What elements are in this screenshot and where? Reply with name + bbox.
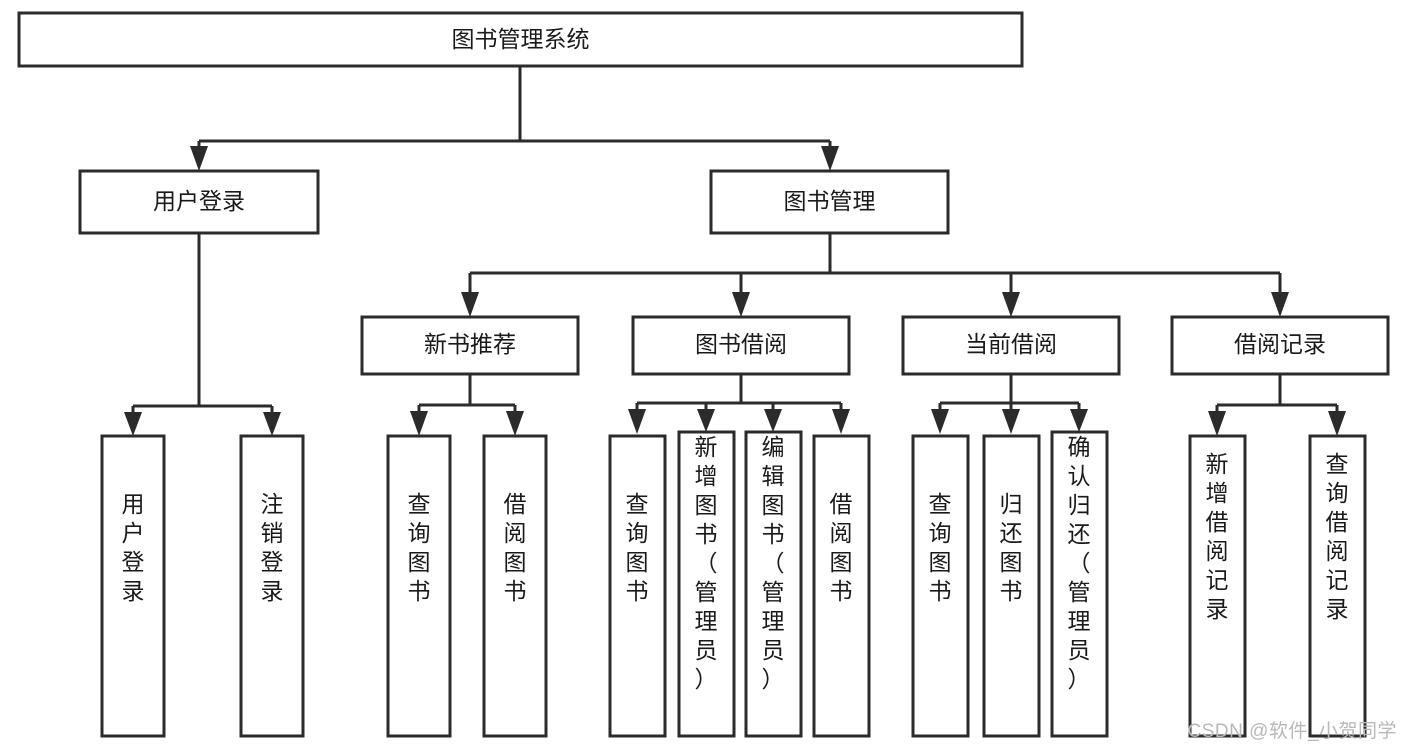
node-leaf-return-book-label: 归还图书	[1000, 491, 1023, 604]
node-leaf-borrow-book-rec-label: 借阅图书	[504, 491, 527, 604]
arrowhead-leaf-query-book	[628, 409, 646, 434]
node-new-book-rec[interactable]: 新书推荐	[360, 315, 580, 376]
arrowhead-leaf-confirm-return	[1070, 409, 1088, 432]
node-leaf-add-record-box[interactable]	[1188, 434, 1247, 738]
node-borrow-record-label: 借阅记录	[1234, 331, 1326, 357]
node-borrow-record-box[interactable]	[1170, 315, 1390, 376]
arrowhead-leaf-query-book-rec	[410, 411, 428, 436]
node-leaf-return-book[interactable]: 归还图书	[982, 434, 1041, 738]
arrowhead-leaf-add-record	[1208, 411, 1226, 436]
node-leaf-add-book[interactable]: 新增图书（管理员）	[677, 430, 736, 738]
node-leaf-add-book-label: 新增图书（管理员）	[695, 434, 718, 692]
node-leaf-confirm-return-label: 确认归还（管理员）	[1068, 434, 1091, 692]
node-leaf-edit-book[interactable]: 编辑图书（管理员）	[744, 430, 803, 738]
node-leaf-add-book-box[interactable]	[677, 430, 736, 738]
node-leaf-user-login[interactable]: 用户登录	[100, 434, 166, 738]
node-leaf-query-book-label: 查询图书	[626, 491, 649, 604]
node-leaf-query-book[interactable]: 查询图书	[608, 434, 667, 738]
node-leaf-borrow-book-rec[interactable]: 借阅图书	[482, 434, 548, 738]
node-leaf-borrow-book[interactable]: 借阅图书	[812, 434, 871, 738]
node-layer: 图书管理系统 用户登录 图书管理 新书推荐 图书借阅 当前借阅	[17, 11, 1390, 738]
connector-layer	[124, 66, 1346, 436]
node-leaf-borrow-book-rec-box[interactable]	[482, 434, 548, 738]
node-leaf-confirm-return[interactable]: 确认归还（管理员）	[1050, 430, 1109, 738]
node-current-borrow-label: 当前借阅	[965, 331, 1057, 357]
node-leaf-query-record-label: 查询借阅记录	[1326, 451, 1349, 622]
node-user-login-label: 用户登录	[153, 188, 245, 214]
node-leaf-logout[interactable]: 注销登录	[239, 434, 305, 738]
node-leaf-query-book-cur-label: 查询图书	[929, 491, 952, 604]
arrowhead-leaf-logout	[263, 412, 281, 436]
node-new-book-rec-label: 新书推荐	[424, 331, 516, 357]
node-leaf-logout-box[interactable]	[239, 434, 305, 738]
node-leaf-add-record-label: 新增借阅记录	[1206, 451, 1229, 622]
arrowhead-book-borrow	[732, 292, 750, 317]
arrowhead-leaf-edit-book	[764, 409, 782, 432]
node-leaf-add-record[interactable]: 新增借阅记录	[1188, 434, 1247, 738]
node-book-manage-label: 图书管理	[784, 188, 876, 214]
node-leaf-query-book-cur-box[interactable]	[911, 434, 970, 738]
node-leaf-borrow-book-label: 借阅图书	[830, 491, 853, 604]
arrowhead-leaf-return-book	[1002, 409, 1020, 434]
node-leaf-query-book-cur[interactable]: 查询图书	[911, 434, 970, 738]
node-book-borrow-box[interactable]	[631, 315, 851, 376]
node-leaf-edit-book-box[interactable]	[744, 430, 803, 738]
arrowhead-leaf-add-book	[697, 409, 715, 432]
node-leaf-query-book-rec-box[interactable]	[386, 434, 452, 738]
arrowhead-borrow-record	[1271, 292, 1289, 317]
node-leaf-edit-book-label: 编辑图书（管理员）	[762, 434, 785, 692]
node-user-login[interactable]: 用户登录	[78, 169, 320, 235]
arrowhead-book-manage	[821, 146, 839, 171]
arrowhead-leaf-borrow-book-rec	[506, 411, 524, 436]
node-root[interactable]: 图书管理系统	[17, 11, 1024, 68]
arrowhead-new-book-rec	[461, 292, 479, 317]
node-leaf-query-book-box[interactable]	[608, 434, 667, 738]
node-user-login-box[interactable]	[78, 169, 320, 235]
node-new-book-rec-box[interactable]	[360, 315, 580, 376]
node-leaf-query-record[interactable]: 查询借阅记录	[1308, 434, 1367, 738]
arrowhead-leaf-query-record	[1328, 411, 1346, 436]
node-book-borrow[interactable]: 图书借阅	[631, 315, 851, 376]
node-leaf-query-record-box[interactable]	[1308, 434, 1367, 738]
arrowhead-leaf-borrow-book	[832, 409, 850, 434]
arrowhead-leaf-query-book-cur	[931, 409, 949, 434]
node-leaf-borrow-book-box[interactable]	[812, 434, 871, 738]
arrowhead-current-borrow	[1002, 292, 1020, 317]
node-root-box[interactable]	[17, 11, 1024, 68]
node-book-manage-box[interactable]	[709, 169, 950, 235]
arrowhead-leaf-user-login	[124, 412, 142, 436]
node-root-label: 图书管理系统	[452, 26, 590, 52]
node-book-manage[interactable]: 图书管理	[709, 169, 950, 235]
node-borrow-record[interactable]: 借阅记录	[1170, 315, 1390, 376]
node-leaf-return-book-box[interactable]	[982, 434, 1041, 738]
node-current-borrow-box[interactable]	[901, 315, 1121, 376]
node-leaf-query-book-rec-label: 查询图书	[408, 491, 431, 604]
node-book-borrow-label: 图书借阅	[695, 331, 787, 357]
node-leaf-user-login-label: 用户登录	[122, 491, 145, 604]
node-current-borrow[interactable]: 当前借阅	[901, 315, 1121, 376]
node-leaf-query-book-rec[interactable]: 查询图书	[386, 434, 452, 738]
node-leaf-logout-label: 注销登录	[261, 491, 284, 604]
node-leaf-confirm-return-box[interactable]	[1050, 430, 1109, 738]
arrowhead-user-login	[190, 146, 208, 171]
node-leaf-user-login-box[interactable]	[100, 434, 166, 738]
